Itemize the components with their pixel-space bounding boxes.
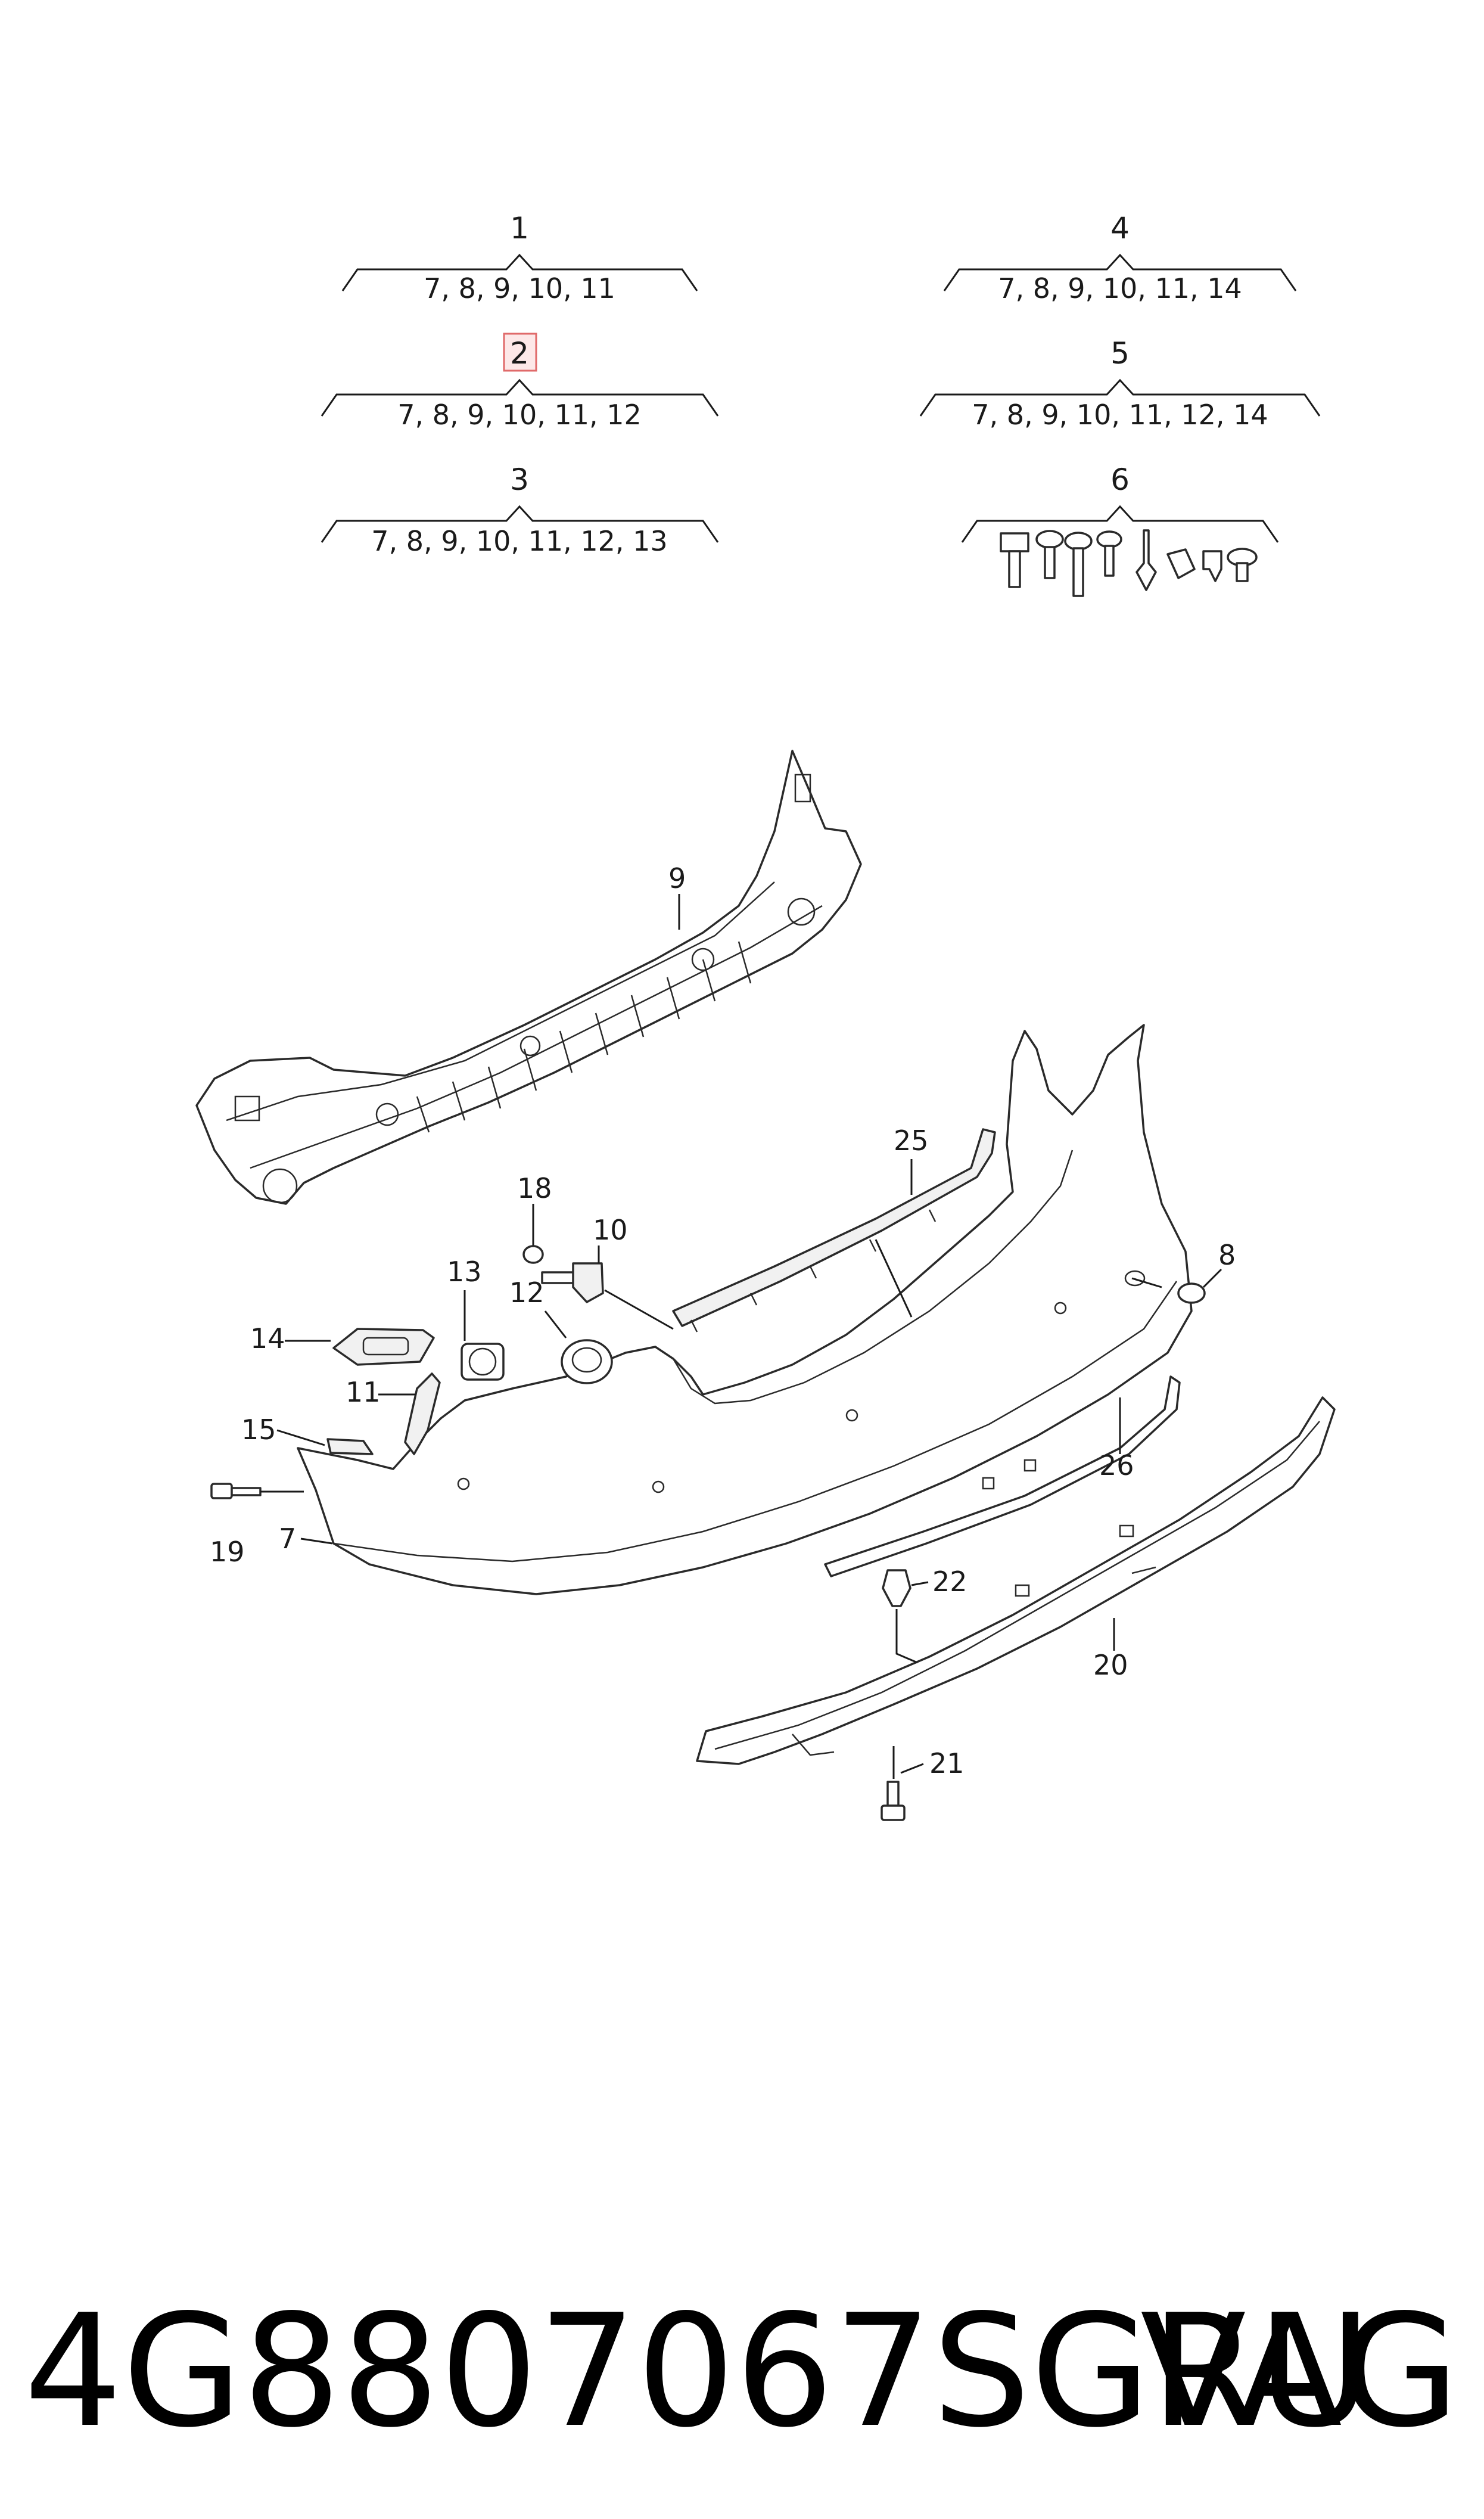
fastener-set-icon <box>1000 529 1258 597</box>
callout-15: 15 <box>241 1414 276 1446</box>
group-2-highlight-box <box>503 333 537 372</box>
callout-13: 13 <box>447 1256 482 1288</box>
callout-19: 19 <box>210 1536 245 1568</box>
diffuser-part-20 <box>696 1396 1336 1765</box>
group-4-items: 7, 8, 9, 10, 11, 14 <box>998 272 1242 305</box>
sensor-holder-part-13 <box>461 1343 505 1381</box>
clip-part-18 <box>522 1245 579 1284</box>
callout-26: 26 <box>1099 1449 1134 1481</box>
guide-part-11 <box>404 1372 441 1455</box>
group-6-number: 6 <box>1110 462 1130 497</box>
trim-strip-part-26 <box>824 1375 1181 1577</box>
callouts: 9 25 18 10 8 13 12 14 11 15 19 7 26 22 2… <box>210 862 1236 1779</box>
group-1-number: 1 <box>510 211 529 246</box>
callout-9: 9 <box>668 862 686 894</box>
group-4: 4 7, 8, 9, 10, 11, 14 <box>943 211 1297 305</box>
group-6: 6 <box>961 462 1279 597</box>
reflector-part-15 <box>326 1438 374 1455</box>
brand-name: VAG <box>1140 2282 1460 2462</box>
callout-7: 7 <box>279 1523 296 1555</box>
bracket-part-14 <box>332 1328 435 1366</box>
callout-8: 8 <box>1218 1239 1236 1271</box>
callout-25: 25 <box>894 1125 929 1157</box>
bumper-carrier-part-9 <box>195 750 862 1205</box>
group-2[interactable]: 2 7, 8, 9, 10, 11, 12 <box>321 333 719 431</box>
footer: 4G8807067SGRU VAG <box>24 2282 1460 2461</box>
callout-18: 18 <box>517 1172 552 1204</box>
callout-22: 22 <box>932 1566 967 1598</box>
group-2-items: 7, 8, 9, 10, 11, 12 <box>397 399 642 431</box>
callout-10: 10 <box>593 1214 628 1246</box>
sensor-holder-part-12 <box>561 1339 613 1384</box>
group-3-items: 7, 8, 9, 10, 11, 12, 13 <box>371 525 667 557</box>
screw-part-19 <box>210 1483 262 1499</box>
group-5: 5 7, 8, 9, 10, 11, 12, 14 <box>919 336 1321 431</box>
callout-20: 20 <box>1093 1649 1128 1681</box>
group-2-number[interactable]: 2 <box>510 336 529 371</box>
group-3: 3 7, 8, 9, 10, 11, 12, 13 <box>321 462 719 557</box>
group-1-items: 7, 8, 9, 10, 11 <box>424 272 615 305</box>
group-1: 1 7, 8, 9, 10, 11 <box>341 211 698 305</box>
callout-21: 21 <box>929 1747 965 1779</box>
group-3-number: 3 <box>510 462 529 497</box>
cap-part-8 <box>1177 1282 1206 1304</box>
bracket-part-10 <box>572 1262 604 1303</box>
group-5-items: 7, 8, 9, 10, 11, 12, 14 <box>972 399 1268 431</box>
group-5-number: 5 <box>1110 336 1130 371</box>
screw-part-21 <box>881 1781 906 1821</box>
group-4-number: 4 <box>1110 211 1130 246</box>
callout-12: 12 <box>509 1276 545 1309</box>
part-number: 4G8807067SGRU <box>24 2282 1372 2462</box>
bumper-cover-part-7 <box>297 1024 1193 1595</box>
clip-part-22 <box>882 1569 911 1607</box>
callout-11: 11 <box>346 1376 381 1408</box>
callout-14: 14 <box>250 1322 285 1355</box>
reinforcement-strip-part-25 <box>672 1128 996 1333</box>
